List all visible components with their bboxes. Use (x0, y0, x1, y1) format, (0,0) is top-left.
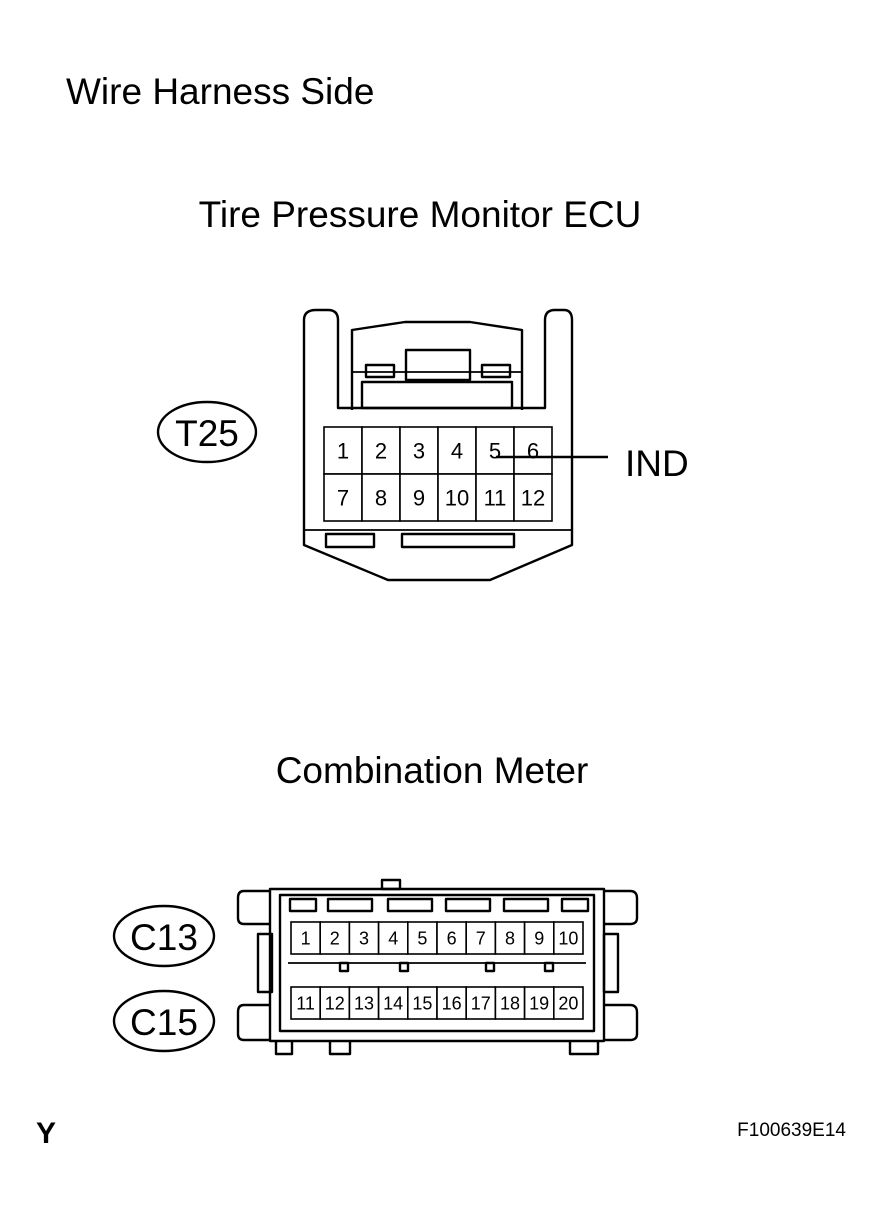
meter-pin-label: 5 (417, 928, 427, 948)
corner-mark: Y (36, 1117, 56, 1150)
ecu-pin-label: 3 (413, 438, 425, 463)
ecu-pin-label: 1 (337, 438, 349, 463)
meter-pin-label: 11 (296, 993, 315, 1013)
ecu-connector-code: T25 (175, 413, 239, 454)
meter-pin-label: 12 (325, 993, 345, 1013)
meter-pin-cell (523, 921, 555, 955)
meter-pin-label: 3 (359, 928, 369, 948)
meter-pin-cell (290, 921, 322, 955)
page-heading: Wire Harness Side (66, 71, 374, 112)
ecu-pin-label: 9 (413, 485, 425, 510)
ecu-pin-label: 10 (445, 485, 469, 510)
meter-pin-cell (494, 986, 526, 1020)
ecu-pin-label: 4 (451, 438, 463, 463)
ecu-pin-cell (323, 426, 363, 475)
meter-upper-code: C13 (130, 917, 198, 958)
meter-pin-label: 9 (534, 928, 544, 948)
ecu-pin-label: 7 (337, 485, 349, 510)
meter-pin-cell (494, 921, 526, 955)
ecu-pin-cell (361, 426, 401, 475)
ecu-pin-cell (437, 426, 477, 475)
meter-pin-cell (552, 986, 584, 1020)
meter-upper-code-badge: C13 (112, 904, 216, 968)
meter-pin-label: 13 (354, 993, 374, 1013)
ecu-pin-cell (323, 473, 363, 522)
meter-pin-label: 2 (330, 928, 340, 948)
meter-pin-label: 8 (505, 928, 515, 948)
figure-id: F100639E14 (737, 1120, 846, 1141)
meter-pin-cell (436, 986, 468, 1020)
ecu-pin-cell (437, 473, 477, 522)
ecu-pin-label: 5 (489, 438, 501, 463)
callout-label: IND (625, 443, 689, 484)
ecu-pin-label: 8 (375, 485, 387, 510)
meter-pin-label: 14 (383, 993, 403, 1013)
meter-pin-cell (348, 921, 380, 955)
meter-connector-title: Combination Meter (276, 750, 589, 791)
meter-pin-cell (465, 921, 497, 955)
meter-pin-label: 6 (447, 928, 457, 948)
meter-pin-label: 15 (412, 993, 432, 1013)
meter-pin-label: 18 (500, 993, 520, 1013)
meter-pin-cell (552, 921, 584, 955)
ecu-connector-housing (302, 308, 574, 582)
meter-lower-code: C15 (130, 1002, 198, 1043)
meter-pin-label: 4 (388, 928, 398, 948)
ecu-pin-cell (475, 473, 515, 522)
meter-pin-label: 1 (301, 928, 311, 948)
ecu-pin-cell (513, 473, 553, 522)
meter-pin-label: 17 (471, 993, 491, 1013)
meter-lower-code-badge: C15 (112, 989, 216, 1053)
ecu-pin-label: 2 (375, 438, 387, 463)
meter-pin-label: 10 (558, 928, 578, 948)
ecu-pin-label: 11 (484, 485, 507, 510)
meter-pin-label: 7 (476, 928, 486, 948)
meter-pin-label: 19 (529, 993, 549, 1013)
ecu-connector-code-badge: T25 (156, 400, 258, 464)
meter-connector-housing (236, 878, 639, 1056)
meter-pin-cell (290, 986, 322, 1020)
ecu-pin-cell (399, 473, 439, 522)
ecu-pin-label: 12 (521, 485, 545, 510)
meter-pin-cell (319, 921, 351, 955)
ecu-connector-title: Tire Pressure Monitor ECU (199, 194, 642, 235)
meter-pin-label: 16 (442, 993, 462, 1013)
ecu-pin-label: 6 (527, 438, 539, 463)
meter-pin-cell (406, 921, 438, 955)
meter-pin-label: 20 (558, 993, 578, 1013)
meter-pin-cell (319, 986, 351, 1020)
meter-pin-cell (377, 921, 409, 955)
